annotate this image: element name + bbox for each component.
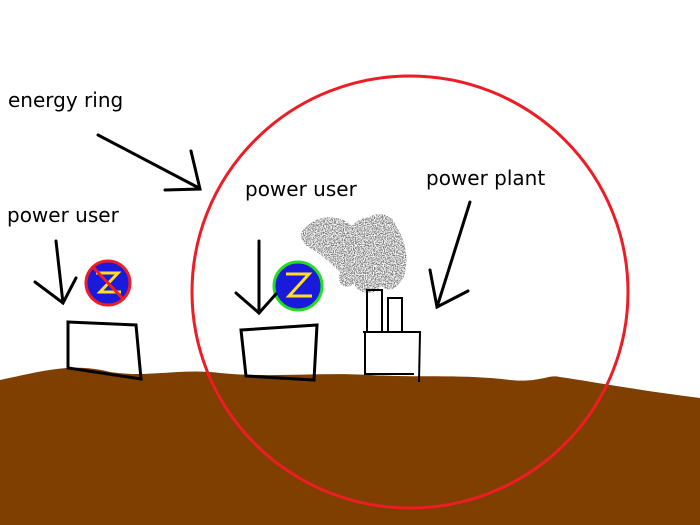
label-power-user-left: power user (7, 203, 120, 227)
power-user-building-left (66, 320, 143, 381)
label-power-user-center: power user (245, 177, 358, 201)
arrow-power-plant (428, 200, 472, 310)
no-power-icon (84, 259, 132, 307)
smokestack-right (387, 297, 403, 333)
power-plant (363, 289, 422, 383)
ground (0, 367, 700, 525)
power-user-building-center (239, 323, 319, 382)
arrow-power-user-left (33, 239, 78, 306)
smokestack-left (366, 289, 383, 333)
power-plant-building (363, 331, 422, 383)
label-energy-ring: energy ring (8, 88, 123, 112)
label-power-plant: power plant (426, 166, 545, 190)
arrow-power-user-center (234, 239, 278, 316)
arrow-energy-ring (96, 133, 202, 192)
energy-ring (190, 74, 630, 510)
power-icon (272, 260, 324, 312)
smoke-cloud (300, 214, 407, 293)
